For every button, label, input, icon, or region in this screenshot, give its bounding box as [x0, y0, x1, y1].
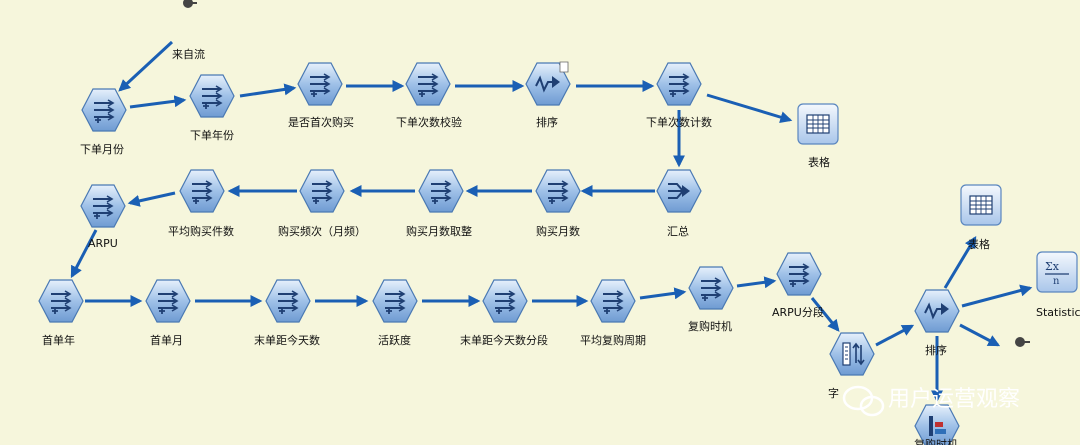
node-label: ARPU — [88, 237, 118, 250]
node-label: 下单次数校验 — [396, 115, 462, 129]
node-n26[interactable] — [914, 404, 960, 445]
watermark: 用户运营观察 — [842, 385, 1020, 417]
node-label: 首单年 — [42, 333, 75, 347]
node-label: 购买月数取整 — [406, 224, 472, 238]
sort-icon — [535, 75, 560, 93]
node-n11[interactable] — [299, 169, 345, 213]
node-n12[interactable] — [179, 169, 225, 213]
node-n15[interactable] — [145, 279, 191, 323]
node-label: 表格 — [808, 155, 830, 169]
node-label: 是否首次购买 — [288, 115, 354, 129]
node-label: 末单距今天数分段 — [460, 333, 548, 347]
node-n24[interactable] — [960, 184, 1002, 226]
node-n22[interactable] — [829, 332, 875, 376]
connections — [70, 40, 1033, 403]
node-n19[interactable] — [590, 279, 636, 323]
table-icon — [806, 114, 830, 134]
node-n20[interactable] — [688, 266, 734, 310]
stream-source-plug-icon[interactable] — [183, 0, 197, 8]
node-n4[interactable] — [405, 62, 451, 106]
node-label: 首单月 — [150, 333, 183, 347]
node-label: 下单次数计数 — [646, 115, 712, 129]
node-n21[interactable] — [776, 252, 822, 296]
node-n1[interactable] — [81, 88, 127, 132]
node-label: 字 — [828, 386, 839, 400]
node-label: ARPU分段 — [772, 305, 824, 319]
source-label: 来自流 — [172, 47, 205, 61]
node-n7[interactable] — [797, 103, 839, 145]
node-label: 下单月份 — [80, 143, 124, 156]
node-n17[interactable] — [372, 279, 418, 323]
node-n5[interactable] — [525, 61, 571, 106]
node-label: 排序 — [536, 115, 558, 129]
node-n9[interactable] — [535, 169, 581, 213]
node-label: 平均复购周期 — [580, 333, 646, 347]
node-n3[interactable] — [297, 62, 343, 106]
node-n2[interactable] — [189, 74, 235, 118]
node-n14[interactable] — [38, 279, 84, 323]
chart-icon — [929, 416, 946, 436]
node-label: 复购时机 — [688, 319, 732, 333]
node-label: 排序 — [925, 343, 947, 357]
node-label: 平均购买件数 — [168, 224, 234, 238]
table-icon — [969, 195, 993, 215]
sort-icon — [924, 302, 949, 320]
node-label: 活跃度 — [378, 333, 411, 347]
aggregate-icon — [668, 183, 690, 199]
svg-text:Σx: Σx — [1045, 260, 1060, 273]
wechat-icon — [842, 385, 885, 417]
node-n6[interactable] — [656, 62, 702, 106]
svg-text:n: n — [1053, 276, 1060, 287]
statistics-icon: Σx n — [1045, 260, 1069, 287]
node-label: 购买频次（月频） — [278, 224, 366, 238]
type-icon — [842, 342, 865, 366]
node-label: 复购时机 — [914, 437, 958, 445]
node-n23[interactable] — [914, 289, 960, 333]
node-n10[interactable] — [418, 169, 464, 213]
node-n18[interactable] — [482, 279, 528, 323]
node-label: 下单年份 — [190, 128, 234, 142]
node-n8[interactable] — [656, 169, 702, 213]
node-label: 表格 — [968, 237, 990, 251]
node-label: Statistics — [1036, 306, 1080, 319]
node-label: 购买月数 — [536, 224, 580, 238]
node-label: 末单距今天数 — [254, 333, 320, 347]
output-plug-icon[interactable] — [1015, 337, 1030, 347]
watermark-text: 用户运营观察 — [888, 387, 1020, 412]
node-label: 汇总 — [667, 224, 689, 238]
node-n13[interactable] — [80, 184, 126, 228]
node-n16[interactable] — [265, 279, 311, 323]
node-n25[interactable]: Σx n — [1036, 251, 1078, 293]
